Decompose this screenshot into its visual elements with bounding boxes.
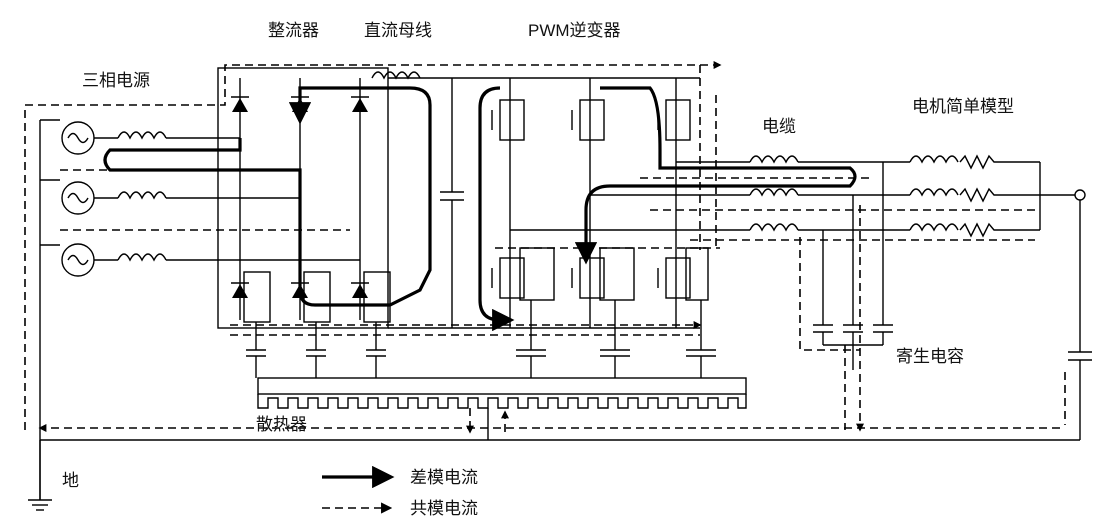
label-motor-model: 电机简单模型 — [912, 97, 1014, 117]
dc-bus — [371, 71, 700, 329]
label-cable: 电缆 — [762, 117, 796, 137]
heatsink-icon — [246, 300, 747, 440]
diode-icon — [231, 96, 249, 112]
legend: 差模电流 共模电流 — [322, 465, 478, 519]
resistor-icon — [959, 222, 1040, 238]
label-heatsink: 散热器 — [256, 415, 307, 435]
label-dc-bus: 直流母线 — [364, 21, 432, 41]
ground-icon — [28, 499, 52, 511]
capacitor-icon — [1068, 351, 1092, 361]
legend-cm-label: 共模电流 — [410, 499, 478, 519]
igbt-icon — [571, 99, 605, 141]
inductor-icon — [909, 155, 959, 164]
diode-icon — [351, 282, 369, 298]
neutral-node — [1074, 189, 1086, 201]
ac-source-icon — [61, 181, 95, 215]
label-parasitic-capacitance: 寄生电容 — [896, 347, 964, 367]
ac-source-icon — [61, 121, 95, 155]
inductor-icon — [117, 191, 167, 200]
pwm-inverter — [491, 65, 750, 328]
diode-icon — [351, 96, 369, 112]
inductor-icon — [749, 188, 799, 197]
resistor-icon — [959, 187, 1040, 203]
capacitor-icon — [366, 349, 386, 357]
label-pwm-inverter: PWM逆变器 — [528, 21, 621, 40]
label-ground: 地 — [62, 471, 79, 491]
three-phase-source — [24, 61, 722, 500]
dm-current-path — [478, 86, 515, 332]
inductor-icon — [909, 223, 959, 232]
capacitor-icon — [873, 324, 893, 333]
dm-current-path — [103, 86, 432, 307]
inductor-icon — [749, 223, 799, 232]
diode-icon — [231, 282, 249, 298]
capacitor-icon — [813, 324, 833, 333]
capacitor-icon — [306, 349, 326, 357]
label-rectifier: 整流器 — [268, 21, 319, 41]
motor-model — [909, 154, 1092, 440]
capacitor-icon — [686, 349, 716, 357]
igbt-icon — [657, 99, 691, 141]
igbt-icon — [491, 99, 525, 141]
capacitor-icon — [246, 349, 266, 357]
capacitor-icon — [600, 349, 630, 357]
igbt-icon — [491, 257, 525, 299]
label-three-phase-source: 三相电源 — [82, 71, 150, 91]
igbt-icon — [657, 257, 691, 299]
inductor-icon — [909, 188, 959, 197]
inductor-icon — [371, 71, 421, 80]
capacitor-icon — [516, 349, 546, 357]
inductor-icon — [117, 253, 167, 262]
cable — [749, 155, 910, 430]
legend-dm-label: 差模电流 — [410, 468, 478, 488]
inductor-icon — [117, 131, 167, 140]
ground-return — [28, 424, 1080, 511]
resistor-icon — [959, 154, 1040, 170]
ac-source-icon — [61, 243, 95, 277]
igbt-icon — [571, 257, 605, 299]
inductor-icon — [749, 155, 799, 164]
dm-current-path — [574, 86, 857, 265]
